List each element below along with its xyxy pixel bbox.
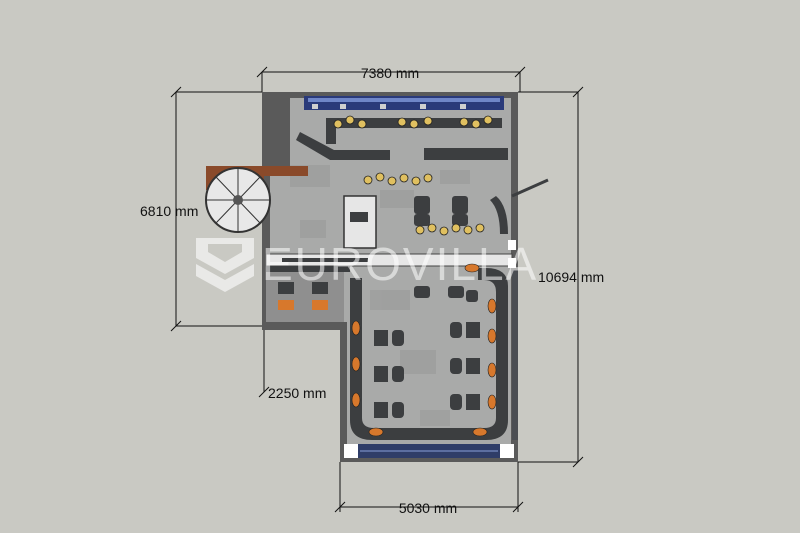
lower-left-alcove (266, 272, 344, 322)
dimension-top-width: 7380 mm (361, 65, 419, 81)
dimension-lines (170, 66, 584, 513)
dimension-left-height: 6810 mm (140, 203, 198, 219)
curved-bench-right (490, 196, 508, 234)
chairs-upper-right (414, 196, 468, 226)
display-stand (343, 195, 377, 249)
interior-wall (268, 96, 290, 176)
dimension-right-height: 10694 mm (538, 269, 604, 285)
bar-stools-middle (363, 172, 433, 186)
dimension-bottom-width: 5030 mm (399, 500, 457, 516)
booth-cushions (351, 263, 497, 437)
floor-texture (290, 165, 470, 426)
entrance-rail (511, 178, 549, 198)
bar-stools-lower (415, 223, 485, 236)
watermark-brand-text: EUROVILLA (262, 238, 538, 290)
booth-bench-upper (296, 132, 508, 160)
eurovilla-logo-watermark (196, 238, 254, 292)
dining-tables (374, 286, 480, 418)
divider-counter (265, 253, 513, 272)
right-facade (508, 240, 518, 440)
spiral-staircase (205, 166, 308, 233)
bottom-facade (344, 444, 514, 458)
dimension-lower-left-offset: 2250 mm (268, 385, 326, 401)
bar-stools-upper (333, 115, 493, 129)
